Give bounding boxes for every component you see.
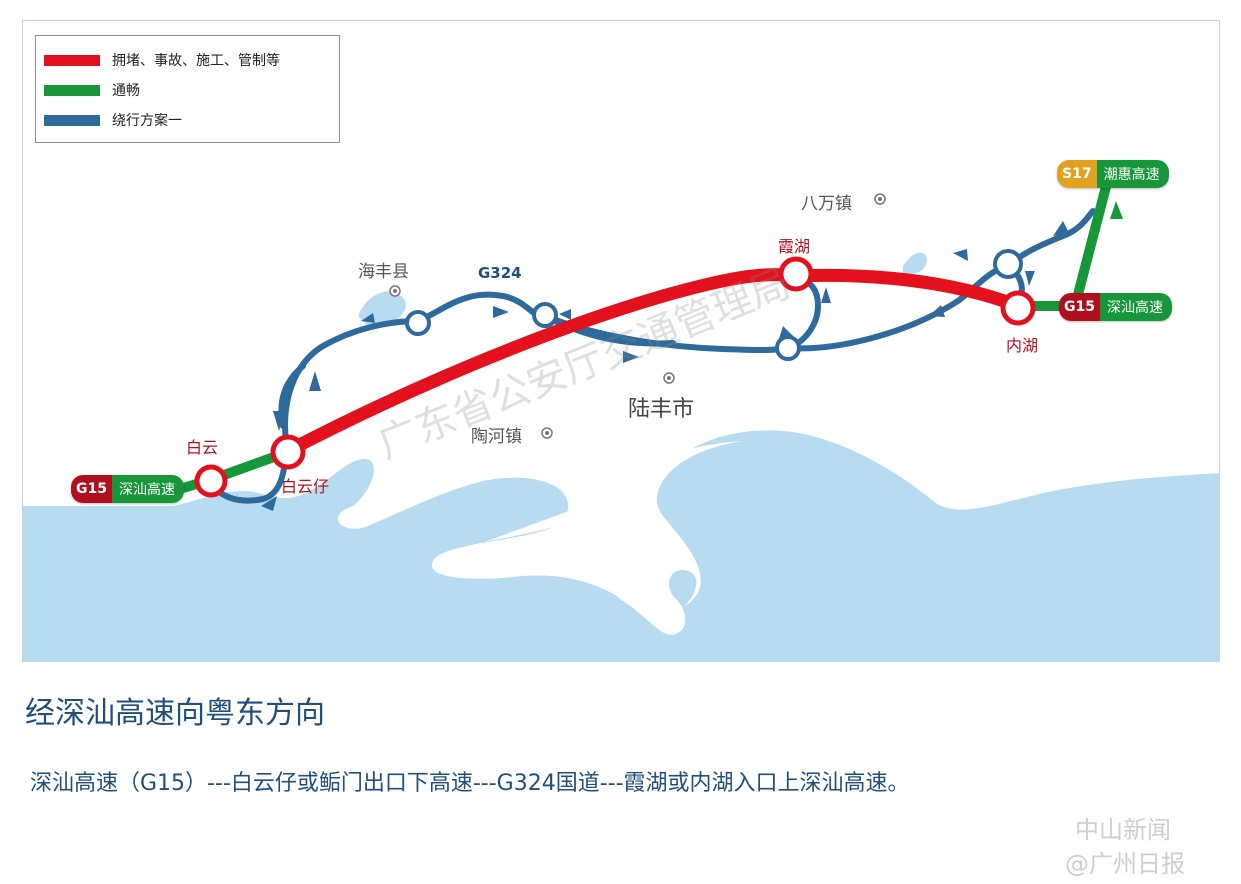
shield-name: 深汕高速 <box>111 475 184 503</box>
credit-line-1: 中山新闻 <box>1075 816 1171 844</box>
detour-g324-west <box>215 318 421 504</box>
label-neihu: 内湖 <box>1006 336 1039 355</box>
legend-item-clear: 通畅 <box>44 80 140 100</box>
arrow-east-b <box>953 249 968 261</box>
legend-label-clear: 通畅 <box>112 83 140 99</box>
interchange-baiyunzai <box>270 434 306 470</box>
legend-item-detour: 绕行方案一 <box>44 110 182 130</box>
label-baiyun: 白云 <box>186 438 219 457</box>
arrow-green-north <box>1110 201 1123 219</box>
label-lufeng: 陆丰市 <box>628 397 695 422</box>
legend-swatch-detour <box>44 114 100 126</box>
interchange-neihu <box>1000 290 1036 326</box>
arrow-g324-b <box>559 309 571 320</box>
legend-label-detour: 绕行方案一 <box>112 113 182 129</box>
map-canvas <box>23 174 1219 661</box>
detour-west-ramp <box>278 363 306 429</box>
legend: 拥堵、事故、施工、管制等 通畅 绕行方案一 <box>35 35 340 143</box>
shield-name: 潮惠高速 <box>1096 160 1169 188</box>
detour-loop-neihu <box>1005 208 1096 269</box>
junction-g324-3 <box>775 335 801 361</box>
legend-item-congested: 拥堵、事故、施工、管制等 <box>44 50 280 70</box>
map-frame: 拥堵、事故、施工、管制等 通畅 绕行方案一 海丰县 八万镇 陆丰市 陶河镇 G3… <box>22 20 1220 662</box>
shield-s17-north: S17 潮惠高速 <box>1057 160 1169 188</box>
arrow-g324-a <box>493 306 509 318</box>
shield-name: 深汕高速 <box>1099 293 1172 321</box>
clear-north <box>1070 174 1113 311</box>
label-g324: G324 <box>478 264 522 282</box>
arrow-neihu <box>1025 271 1035 286</box>
peninsula <box>433 441 743 635</box>
label-bawan: 八万镇 <box>801 194 852 214</box>
route-description: 深汕高速（G15）---白云仔或鲘门出口下高速---G324国道---霞湖或内湖… <box>30 771 910 796</box>
interchange-xiahu <box>778 256 814 292</box>
shield-g15-west: G15 深汕高速 <box>71 475 184 503</box>
legend-swatch-congested <box>44 54 100 66</box>
shield-code: S17 <box>1057 160 1097 188</box>
shield-g15-east: G15 深汕高速 <box>1059 293 1172 321</box>
arrow-sw <box>261 496 277 511</box>
label-taohe: 陶河镇 <box>471 427 522 447</box>
junction-g324-2 <box>532 302 558 328</box>
page-title: 经深汕高速向粤东方向 <box>25 696 325 731</box>
arrow-xiahu-up <box>821 287 831 303</box>
label-xiahu: 霞湖 <box>778 237 811 256</box>
arrow-g324-c <box>623 351 639 363</box>
detour-east-b <box>542 313 676 347</box>
arrow-west-down <box>273 411 285 431</box>
arrow-east-a <box>929 305 945 317</box>
arrow-haifeng <box>361 313 375 323</box>
label-baiyunzai: 白云仔 <box>281 477 330 496</box>
credit-line-2: @广州日报 <box>1065 850 1185 878</box>
arrow-west-up <box>309 371 321 391</box>
arrow-north <box>1053 221 1069 236</box>
lake-east <box>903 252 927 275</box>
shield-code: G15 <box>1059 293 1100 321</box>
sea-area <box>23 430 1219 661</box>
detour-g324-mid <box>415 291 548 324</box>
interchange-baiyun <box>194 464 228 498</box>
clear-west <box>168 448 290 496</box>
junction-neihu-north <box>993 249 1023 279</box>
congested-g15 <box>281 268 1025 458</box>
shield-code: G15 <box>71 475 112 503</box>
label-haifeng: 海丰县 <box>358 262 409 282</box>
legend-label-congested: 拥堵、事故、施工、管制等 <box>112 53 280 69</box>
legend-swatch-clear <box>44 84 100 96</box>
junction-g324-1 <box>405 310 431 336</box>
